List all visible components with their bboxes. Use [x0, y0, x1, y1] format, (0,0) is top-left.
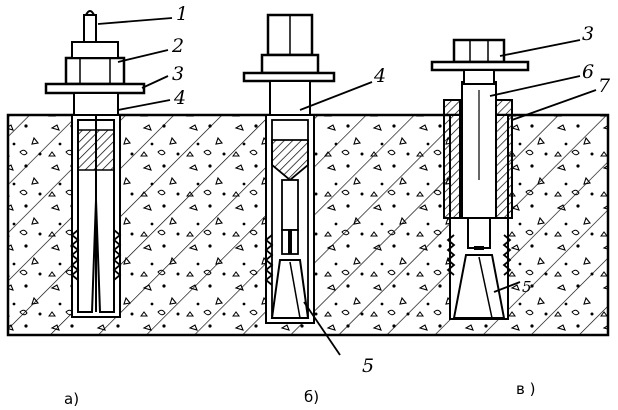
anchor-a — [44, 10, 146, 318]
caption-a: а) — [64, 390, 79, 408]
callout-5-right: 5 — [522, 278, 532, 296]
anchor-b — [242, 13, 336, 324]
callout-6: 6 — [582, 61, 594, 83]
callout-5: 5 — [362, 355, 374, 377]
callout-4-mid: 4 — [373, 65, 386, 87]
callout-4-left: 4 — [173, 87, 186, 109]
callout-1: 1 — [176, 3, 188, 25]
callout-3-left: 3 — [172, 63, 184, 85]
callout-2: 2 — [171, 35, 184, 57]
leader-lines — [97, 17, 597, 356]
callout-7: 7 — [598, 75, 611, 97]
callout-3-right: 3 — [582, 23, 594, 45]
caption-v: в ) — [516, 380, 535, 398]
caption-b: б) — [304, 388, 319, 406]
anchor-v — [430, 38, 530, 320]
